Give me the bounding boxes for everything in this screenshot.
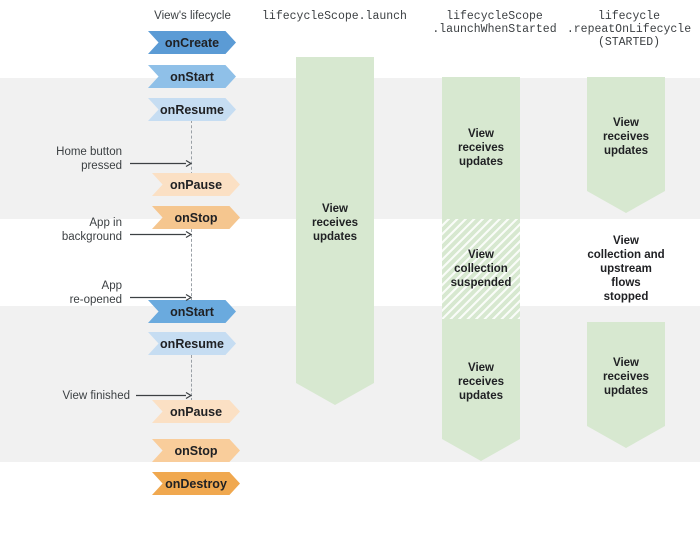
annotation-arrow	[136, 391, 193, 400]
annotation-arrow	[130, 293, 193, 302]
flow-block-text: View receives updates	[602, 117, 650, 157]
lifecycle-event-label: onStart	[170, 304, 214, 319]
lifecycle-event-onstop-2: onStop	[152, 439, 240, 462]
annotation-arrow	[130, 159, 193, 168]
lifecycle-event-label: onResume	[160, 102, 224, 117]
lifecycle-spine-segment	[191, 355, 192, 401]
lifecycle-event-onresume-2: onResume	[148, 332, 236, 355]
flow-block-launchwhenstarted-receives-updates-2: View receives updates	[442, 319, 520, 461]
flow-block-repeatonlifecycle-receives-updates-2: View receives updates	[587, 322, 665, 448]
column-header-launch: lifecycleScope.launch	[262, 10, 407, 23]
flow-block-repeatonlifecycle-receives-updates-1: View receives updates	[587, 77, 665, 213]
lifecycle-event-label: onCreate	[164, 35, 220, 50]
lifecycle-event-onstart: onStart	[148, 65, 236, 88]
flow-block-launchwhenstarted-collection-suspended: View collection suspended	[442, 219, 520, 319]
lifecycle-event-label: onStart	[170, 69, 214, 84]
lifecycle-event-label: onStop	[174, 443, 218, 458]
lifecycle-event-label: onPause	[169, 177, 223, 192]
lifecycle-event-onstop: onStop	[152, 206, 240, 229]
lifecycle-event-label: onStop	[174, 210, 218, 225]
annotation-label-app-in-background: App in background	[61, 217, 122, 243]
lifecycle-event-label: onPause	[169, 404, 223, 419]
annotation-label-view-finished: View finished	[62, 390, 130, 402]
annotation-label-home-button-pressed: Home button pressed	[56, 146, 122, 172]
lifecycle-event-label: onResume	[160, 336, 224, 351]
lifecycle-event-onstart-2: onStart	[148, 300, 236, 323]
annotation-arrow	[130, 230, 193, 239]
lifecycle-spine-segment	[191, 229, 192, 301]
lifecycle-event-onresume: onResume	[148, 98, 236, 121]
flow-block-text: View receives updates	[457, 362, 505, 402]
flow-block-text: View collection and upstream flows stopp…	[587, 235, 665, 303]
lifecycle-event-label: onDestroy	[165, 476, 227, 491]
lifecycle-event-onpause: onPause	[152, 173, 240, 196]
lifecycle-event-onpause-2: onPause	[152, 400, 240, 423]
lifecycle-event-oncreate: onCreate	[148, 31, 236, 54]
flow-block-launch-receives-updates: View receives updates	[296, 57, 374, 405]
column-header-launch-when-started: lifecycleScope .launchWhenStarted	[432, 10, 557, 36]
annotation-label-app-re-opened: App re-opened	[69, 280, 122, 306]
flow-block-launchwhenstarted-receives-updates-1: View receives updates	[442, 77, 520, 219]
flow-block-text: View receives updates	[457, 128, 505, 168]
flow-block-text: View collection suspended	[450, 249, 512, 289]
lifecycle-spine-segment	[191, 120, 192, 175]
column-header-repeat-on-lifecycle: lifecycle .repeatOnLifecycle (STARTED)	[566, 10, 692, 49]
flow-block-repeatonlifecycle-flows-stopped: View collection and upstream flows stopp…	[575, 219, 677, 319]
lifecycle-event-ondestroy: onDestroy	[152, 472, 240, 495]
column-header-lifecycle: View's lifecycle	[154, 10, 231, 22]
flow-block-text: View receives updates	[602, 357, 650, 397]
flow-block-text: View receives updates	[311, 203, 359, 243]
